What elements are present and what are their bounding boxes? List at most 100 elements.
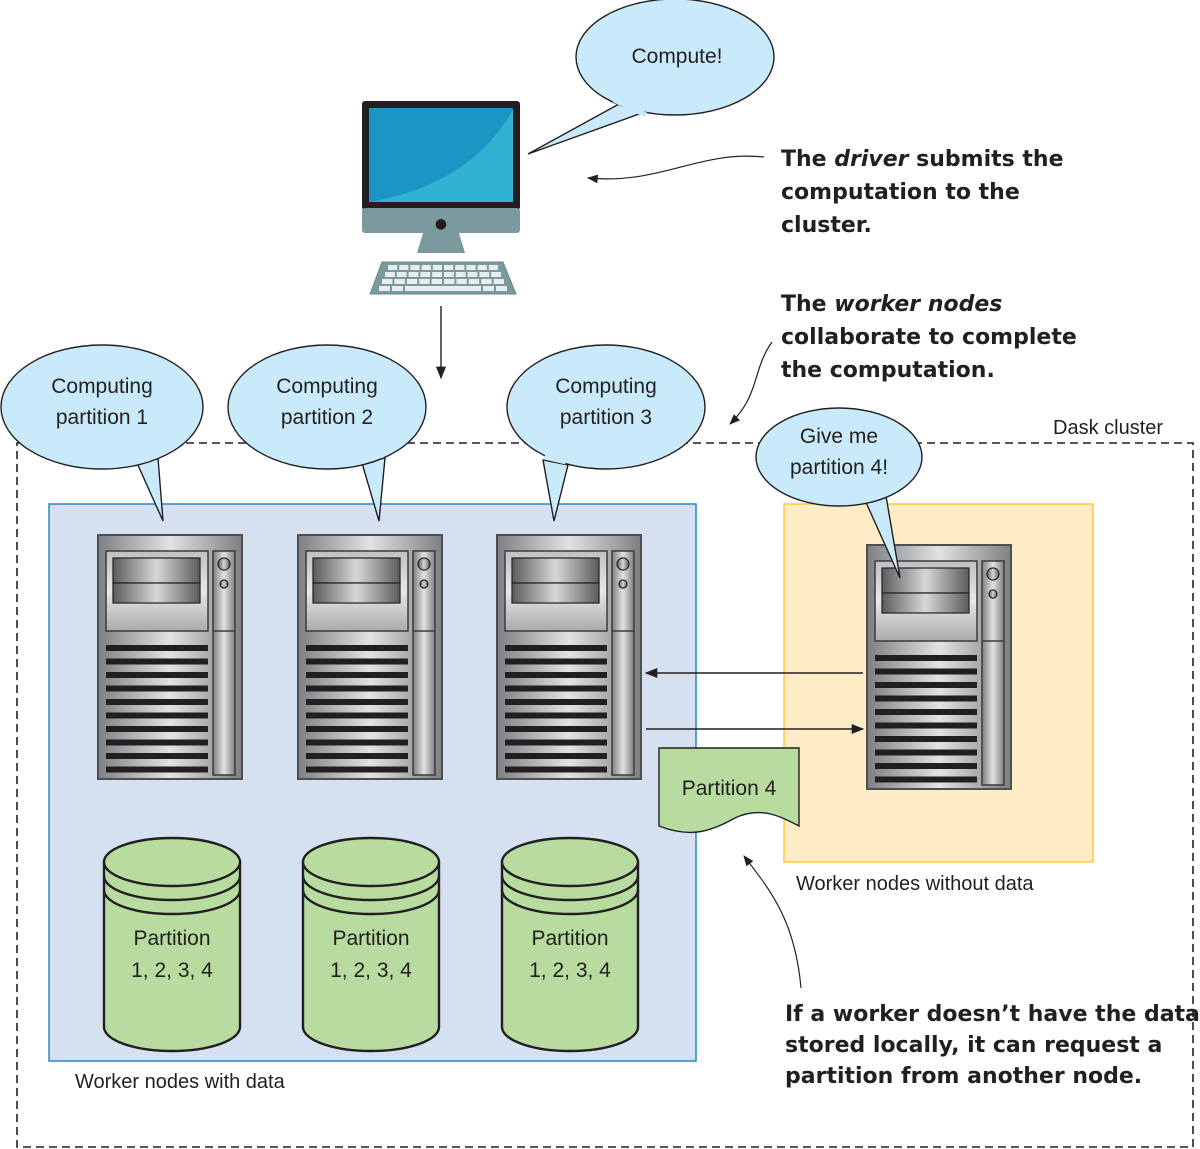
server-tower-icon <box>496 534 642 780</box>
worker-node-with-data: Partition 1, 2, 3, 4 Computing partition 1 <box>0 344 243 1053</box>
workers-with-data-label: Worker nodes with data <box>75 1071 286 1093</box>
vent-slot <box>106 645 208 651</box>
vent-slot <box>875 709 977 715</box>
speech-bubble: Computing partition 3 <box>506 344 706 522</box>
vent-slot <box>505 685 607 692</box>
storage-cylinder-label: 1, 2, 3, 4 <box>529 959 611 982</box>
vent-slot <box>306 672 408 678</box>
vent-slot <box>106 766 208 773</box>
vent-slot <box>106 726 208 732</box>
compute-speech-bubble: Compute! <box>527 0 775 155</box>
keyboard-key <box>388 265 398 270</box>
vent-slot <box>306 658 408 665</box>
vent-slot <box>875 722 977 729</box>
workers-annotation-arrow <box>729 341 773 425</box>
vent-slot <box>306 753 408 759</box>
keyboard-key <box>421 265 431 270</box>
vent-slot <box>306 726 408 732</box>
vent-slot <box>505 739 607 746</box>
vent-slot <box>106 685 208 692</box>
keyboard-key <box>431 279 442 284</box>
keyboard-key <box>382 279 393 284</box>
vent-slot <box>505 712 607 719</box>
vent-slot <box>306 766 408 773</box>
server-tower-icon <box>866 544 1012 790</box>
keyboard-key <box>468 279 480 284</box>
driver-computer: ● <box>362 101 520 295</box>
vent-slot <box>505 658 607 665</box>
keyboard-key <box>379 286 390 291</box>
storage-cylinder-label: 1, 2, 3, 4 <box>131 959 213 982</box>
keyboard-key <box>455 265 465 270</box>
request-annotation-arrow <box>743 855 802 989</box>
keyboard-key <box>396 272 407 277</box>
storage-cylinder-icon: Partition 1, 2, 3, 4 <box>500 836 640 1053</box>
vent-slot <box>505 672 607 678</box>
keyboard-key <box>406 279 418 284</box>
vent-slot <box>106 699 208 705</box>
keyboard-key <box>466 265 476 270</box>
keyboard-key <box>477 265 487 270</box>
vent-slot <box>875 682 977 688</box>
speech-bubble-text: Computing <box>51 375 153 398</box>
keyboard-key <box>410 265 420 270</box>
speech-bubble-text: partition 1 <box>56 406 148 429</box>
vent-slot <box>306 685 408 692</box>
keyboard-key <box>493 279 504 284</box>
keyboard-key <box>444 272 454 277</box>
keyboard-icon <box>369 261 517 295</box>
storage-cylinder-label: Partition <box>531 927 608 950</box>
vent-slot <box>106 658 208 665</box>
storage-cylinder-icon: Partition 1, 2, 3, 4 <box>102 836 242 1053</box>
keyboard-key <box>488 265 498 270</box>
vent-slot <box>875 736 977 742</box>
dask-cluster-label: Dask cluster <box>1053 417 1163 439</box>
storage-cylinder-label: Partition <box>133 927 210 950</box>
partition-4-document-label: Partition 4 <box>682 777 777 800</box>
keyboard-key <box>399 265 409 270</box>
vent-slot <box>306 712 408 719</box>
vent-slot <box>306 645 408 651</box>
vent-slot <box>875 749 977 756</box>
compute-bubble-text: Compute! <box>631 45 722 68</box>
keyboard-key <box>491 272 501 277</box>
keyboard-key <box>467 272 478 277</box>
keyboard-key <box>444 279 455 284</box>
keyboard-key <box>483 286 494 291</box>
vent-slot <box>505 699 607 705</box>
speech-bubble-text: Computing <box>555 375 657 398</box>
keyboard-key <box>432 265 442 270</box>
keyboard-spacebar <box>405 286 481 291</box>
keyboard-key <box>432 272 442 277</box>
speech-bubble-text: Give me <box>800 425 878 448</box>
worker-node-with-data: Partition 1, 2, 3, 4 Computing partition 3 <box>496 344 706 1053</box>
vent-slot <box>306 699 408 705</box>
partition-4-document: Partition 4 <box>658 747 800 834</box>
vent-slot <box>106 672 208 678</box>
monitor-stand <box>417 233 465 253</box>
keyboard-key <box>385 272 395 277</box>
vent-slot <box>875 695 977 702</box>
speech-bubble-text: partition 3 <box>560 406 652 429</box>
vent-slot <box>106 739 208 746</box>
vent-slot <box>875 763 977 769</box>
speech-bubble-text: Computing <box>276 375 378 398</box>
vent-slot <box>875 668 977 675</box>
server-tower-icon <box>97 534 243 780</box>
storage-cylinder-label: Partition <box>332 927 409 950</box>
vent-slot <box>505 726 607 732</box>
vent-slot <box>505 753 607 759</box>
keyboard-key <box>496 286 507 291</box>
keyboard-key <box>420 272 431 277</box>
screen-highlight <box>369 110 513 202</box>
keyboard-key <box>444 265 454 270</box>
monitor-chin <box>362 208 520 233</box>
workers-without-data-label: Worker nodes without data <box>796 873 1034 895</box>
